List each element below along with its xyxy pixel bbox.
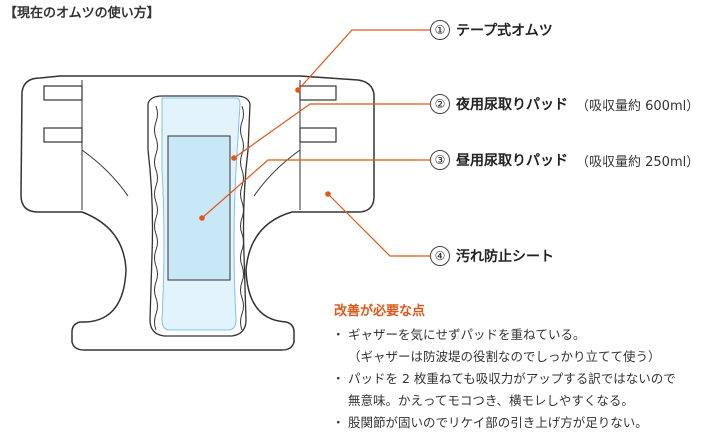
note-item-1-line-2: （ギャザーは防波堤の役割なのでしっかり立てて使う） — [348, 349, 661, 364]
note-item-1: ギャザーを気にせずパッドを重ねている。 （ギャザーは防波堤の役割なのでしっかり立… — [332, 324, 719, 368]
note-item-1-line-1: ギャザーを気にせずパッドを重ねている。 — [348, 327, 586, 342]
leader-dot-2 — [231, 155, 237, 161]
callout-4-name: 汚れ防止シート — [456, 249, 554, 265]
callout-3-capacity: （吸収量約 250ml） — [576, 154, 700, 170]
tape-right-top — [299, 85, 337, 101]
leader-dot-1 — [295, 87, 301, 93]
callout-1: ① テープ式オムツ — [430, 18, 553, 42]
leader-dot-4 — [325, 191, 331, 197]
left-fold-diagonal — [81, 149, 129, 197]
leader-1 — [297, 29, 430, 91]
tape-left-bottom — [43, 127, 83, 143]
notes-title: 改善が必要な点 — [334, 304, 426, 319]
callout-3-name: 昼用尿取りパッド — [456, 153, 568, 169]
callout-2-capacity: （吸収量約 600ml） — [576, 98, 700, 114]
callout-1-number: ① — [430, 20, 450, 40]
right-fold-diagonal — [253, 149, 301, 197]
note-item-3: 股関節が固いのでリケイ部の引き上げ方が足りない。 — [332, 412, 719, 434]
callout-3: ③ 昼用尿取りパッド （吸収量約 250ml） — [430, 148, 699, 172]
leader-4 — [327, 193, 430, 257]
diagram-title: 【現在のオムツの使い方】 — [4, 6, 160, 21]
callout-3-number: ③ — [430, 150, 450, 170]
absorbent-core — [167, 135, 231, 281]
notes-list: ギャザーを気にせずパッドを重ねている。 （ギャザーは防波堤の役割なのでしっかり立… — [332, 324, 719, 434]
leader-2 — [233, 103, 430, 159]
tape-left-top — [43, 85, 83, 101]
gather-left — [154, 105, 158, 331]
callout-2: ② 夜用尿取りパッド （吸収量約 600ml） — [430, 92, 699, 116]
callout-2-name: 夜用尿取りパッド — [456, 97, 568, 113]
gather-right — [240, 105, 244, 331]
note-item-2-line-2: 無意味。かえってモコつき、横モレしやすくなる。 — [348, 393, 634, 408]
callout-2-number: ② — [430, 94, 450, 114]
callout-4: ④ 汚れ防止シート — [430, 244, 554, 268]
note-item-3-line-1: 股関節が固いのでリケイ部の引き上げ方が足りない。 — [348, 415, 648, 430]
tape-right-bottom — [299, 127, 337, 143]
note-item-2: パッドを 2 枚重ねても吸収力がアップする訳ではないので 無意味。かえってモコつ… — [332, 368, 719, 412]
leader-3 — [201, 159, 430, 219]
note-item-2-line-1: パッドを 2 枚重ねても吸収力がアップする訳ではないので — [348, 371, 676, 386]
leader-dot-3 — [199, 215, 205, 221]
callout-4-number: ④ — [430, 246, 450, 266]
callout-1-name: テープ式オムツ — [456, 23, 553, 39]
improvement-notes: 改善が必要な点 ギャザーを気にせずパッドを重ねている。 （ギャザーは防波堤の役割… — [332, 300, 719, 434]
